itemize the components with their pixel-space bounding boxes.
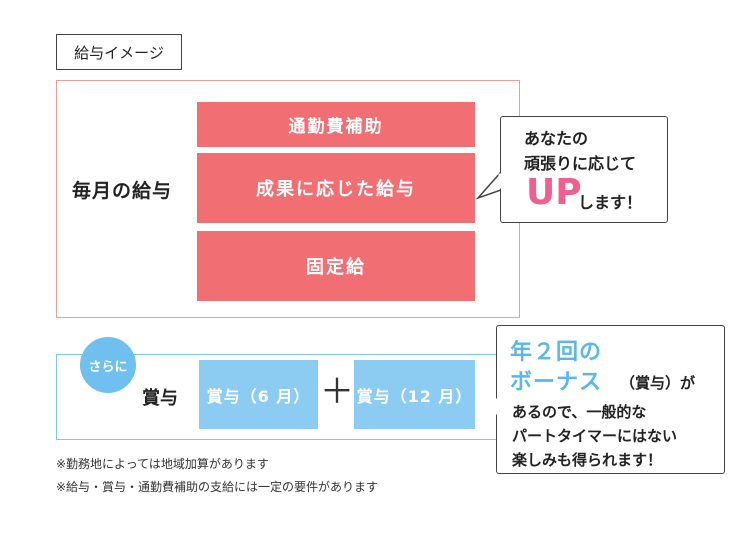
bonus-june-block: 賞与（6 月）: [199, 360, 318, 429]
footnote-requirements: ※給与・賞与・通勤費補助の支給には一定の要件があります: [56, 480, 379, 494]
bubble1-suffix: します！: [578, 193, 643, 212]
speech-bubble-bonus: [496, 325, 725, 474]
commute-allowance-block: 通勤費補助: [197, 102, 475, 147]
performance-pay-block: 成果に応じた給与: [197, 153, 475, 223]
bonus-december-block: 賞与（12 月）: [354, 360, 475, 429]
up-emphasis: UP: [526, 172, 582, 213]
bubble2-heading-line1: 年２回の: [510, 340, 603, 365]
bubble2-line3: あるので、一般的な: [512, 403, 647, 421]
bonus-label: 賞与: [142, 388, 178, 409]
bubble1-line2: 頑張りに応じて: [524, 154, 637, 173]
bubble2-line4: パートタイマーにはない: [512, 427, 678, 445]
monthly-salary-label: 毎月の給与: [72, 180, 173, 202]
bubble1-text: あなたの 頑張りに応じて: [524, 126, 636, 176]
bubble2-line5: 楽しみも得られます！: [512, 451, 663, 469]
page-title-text: 給与イメージ: [74, 43, 164, 62]
plus-icon: ＋: [320, 372, 354, 412]
page-title: 給与イメージ: [56, 34, 182, 70]
bubble1-line1: あなたの: [524, 129, 589, 148]
fixed-salary-block: 固定給: [197, 231, 475, 301]
additionally-badge: さらに: [80, 337, 136, 393]
bubble2-body: あるので、一般的な パートタイマーにはない 楽しみも得られます！: [512, 400, 677, 472]
speech-bubble-up: [500, 116, 668, 223]
footnote-regional: ※勤務地によっては地域加算があります: [56, 457, 269, 471]
bubble2-heading-suffix: （賞与）が: [620, 374, 696, 392]
bubble2-heading-line2: ボーナス: [510, 370, 603, 395]
